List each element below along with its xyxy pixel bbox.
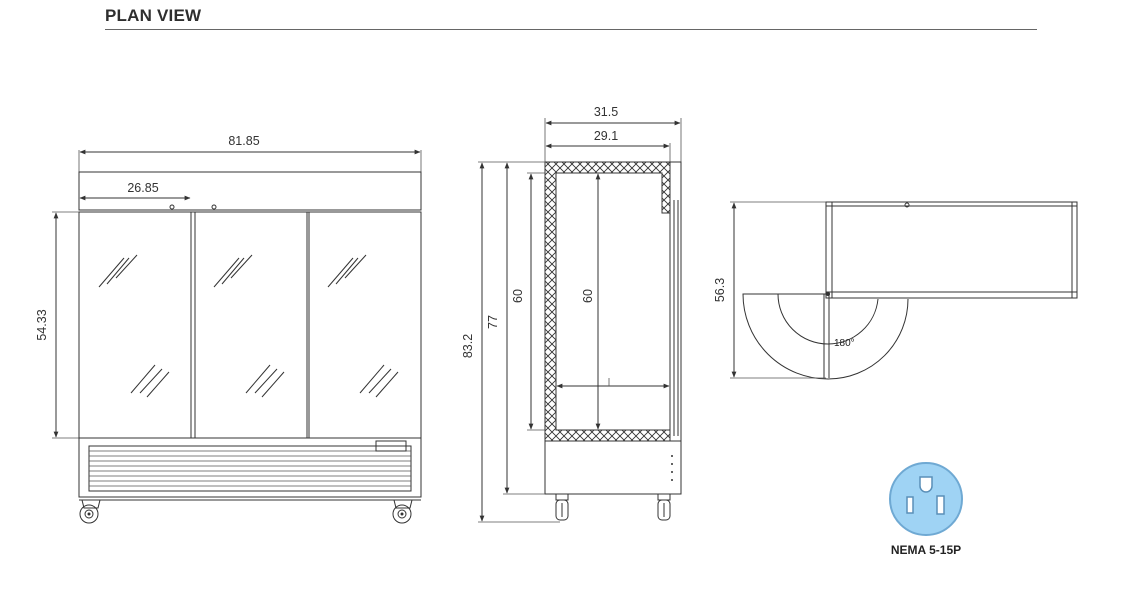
- top-view: 180° 56.3: [713, 201, 1078, 380]
- page-title: PLAN VIEW: [105, 6, 202, 25]
- caster-right: [392, 499, 413, 524]
- door-center: [194, 211, 308, 439]
- overall-depth-label: 31.5: [594, 105, 618, 119]
- plug-icon: [889, 462, 963, 536]
- plug-label: NEMA 5-15P: [891, 543, 961, 557]
- cabinet-height-label: 77: [486, 315, 500, 329]
- overall-height-label: 83.2: [461, 334, 475, 358]
- door-height-label: 54.33: [35, 309, 49, 340]
- interior-depth-label: 29.1: [594, 129, 618, 143]
- nema-plug: NEMA 5-15P: [889, 462, 963, 557]
- interior-height-center-label: 60: [581, 289, 595, 303]
- door-width-label: 26.85: [127, 181, 158, 195]
- door-right: [308, 211, 422, 439]
- title-divider: [105, 29, 1037, 30]
- side-view: 31.5 29.1 83.2: [461, 105, 682, 523]
- door-swing-angle-label: 180°: [834, 338, 855, 349]
- caster-left: [79, 499, 101, 524]
- overall-width-label: 81.85: [228, 134, 259, 148]
- side-caster-right: [657, 493, 671, 521]
- door-left: [78, 211, 192, 439]
- front-view: 81.85 26.85 54.33: [35, 134, 422, 524]
- side-caster-left: [555, 493, 569, 521]
- door-swing-depth-label: 56.3: [713, 278, 727, 302]
- interior-height-left-label: 60: [511, 289, 525, 303]
